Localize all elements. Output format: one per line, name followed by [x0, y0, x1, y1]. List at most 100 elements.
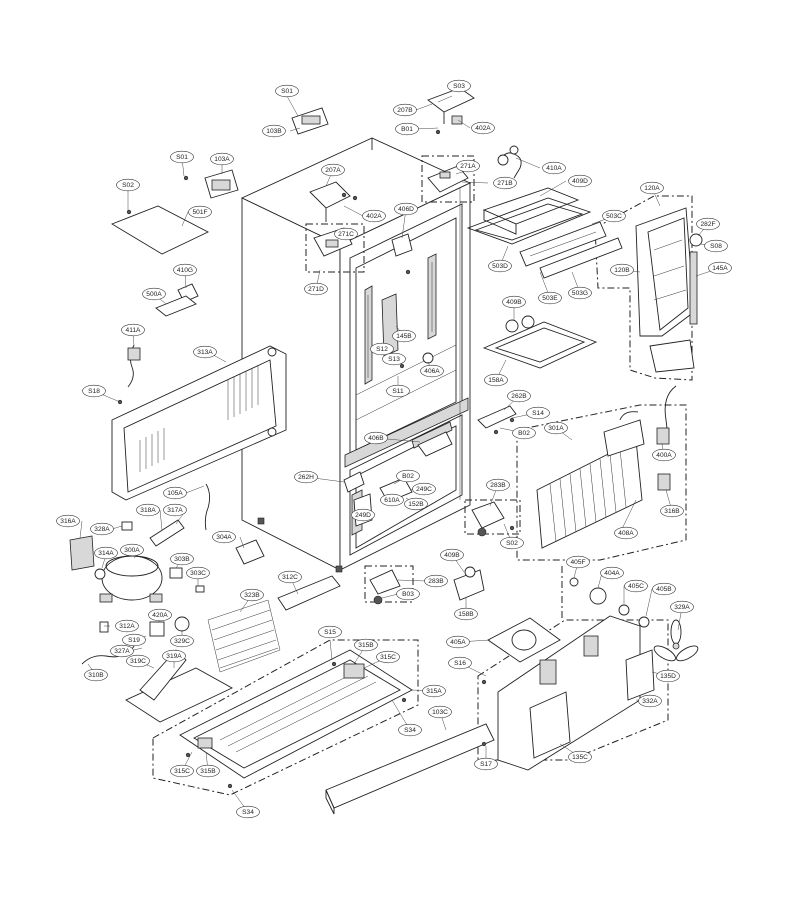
part-label-text: 310B: [88, 672, 104, 679]
part-label-text: 319C: [130, 658, 146, 665]
part-label-135c: 135C: [568, 750, 592, 764]
part-label-text: 271D: [308, 286, 324, 293]
fan-duct-120A: [635, 207, 703, 445]
part-label-text: 315C: [174, 768, 190, 775]
part-label-317a: 317A: [163, 503, 187, 517]
part-label-158a: 158A: [484, 373, 508, 387]
part-label-145a: 145A: [708, 261, 732, 275]
part-label-s14: S14: [526, 406, 550, 420]
part-label-text: 207B: [397, 107, 413, 114]
part-label-bubble: [318, 625, 342, 639]
part-label-315c: 315C: [170, 764, 194, 778]
part-label-text: S02: [122, 182, 134, 189]
part-label-text: 410A: [546, 165, 562, 172]
part-label-bubble: [163, 486, 187, 500]
part-label-bubble: [56, 514, 80, 528]
part-label-207a: 207A: [321, 163, 345, 177]
part-label-bubble: [512, 426, 536, 440]
part-label-bubble: [652, 448, 676, 462]
part-label-bubble: [94, 546, 118, 560]
part-label-text: 301A: [548, 425, 564, 432]
part-label-bubble: [354, 638, 378, 652]
part-label-text: 158A: [488, 377, 504, 384]
part-label-bubble: [670, 600, 694, 614]
part-label-158b: 158B: [454, 607, 478, 621]
part-label-bubble: [122, 633, 146, 647]
part-label-bubble: [364, 431, 388, 445]
part-label-text: 400A: [656, 452, 672, 459]
part-label-300a: 300A: [120, 543, 144, 557]
part-label-610a: 610A: [380, 493, 404, 507]
part-label-bubble: [394, 202, 418, 216]
part-label-249d: 249D: [351, 508, 375, 522]
part-label-bubble: [148, 608, 172, 622]
part-label-bubble: [382, 352, 406, 366]
part-label-bubble: [398, 723, 422, 737]
part-label-bubble: [186, 566, 210, 580]
part-label-bubble: [704, 239, 728, 253]
part-label-text: S34: [242, 809, 254, 816]
part-label-text: S18: [88, 388, 100, 395]
part-label-text: 315C: [380, 654, 396, 661]
part-label-text: S16: [454, 660, 466, 667]
part-label-bubble: [614, 526, 638, 540]
part-label-bubble: [110, 644, 134, 658]
part-label-text: 300A: [124, 547, 140, 554]
part-label-bubble: [173, 263, 197, 277]
part-label-bubble: [708, 261, 732, 275]
part-label-316a: 316A: [56, 514, 80, 528]
part-label-282f: 282F: [696, 217, 720, 231]
refrigerator-cabinet: [240, 137, 472, 573]
part-label-bubble: [502, 295, 526, 309]
part-label-bubble: [471, 121, 495, 135]
part-label-bubble: [210, 152, 234, 166]
part-label-text: 409B: [444, 552, 460, 559]
part-label-text: 410G: [177, 267, 193, 274]
part-label-bubble: [278, 570, 302, 584]
part-label-s16: S16: [448, 656, 472, 670]
part-label-262b: 262B: [507, 389, 531, 403]
part-label-text: 103A: [214, 156, 230, 163]
part-label-text: 312C: [282, 574, 298, 581]
part-label-103a: 103A: [210, 152, 234, 166]
part-label-text: S03: [453, 83, 465, 90]
part-label-bubble: [486, 478, 510, 492]
evaporator-301A: [536, 411, 671, 549]
part-label-text: 315B: [358, 642, 374, 649]
part-label-bubble: [351, 508, 375, 522]
part-label-312c: 312C: [278, 570, 302, 584]
part-label-text: 120A: [644, 185, 660, 192]
part-label-bubble: [456, 159, 480, 173]
part-label-400a: 400A: [652, 448, 676, 462]
part-label-304a: 304A: [212, 530, 236, 544]
part-label-b01: B01: [395, 122, 419, 136]
part-label-text: 249D: [355, 512, 371, 519]
part-label-text: 262B: [511, 393, 527, 400]
part-label-409b: 409B: [440, 548, 464, 562]
part-label-text: 402A: [475, 125, 491, 132]
part-label-bubble: [188, 205, 212, 219]
part-label-text: 404A: [604, 570, 620, 577]
part-label-bubble: [568, 286, 592, 300]
part-label-s13: S13: [382, 352, 406, 366]
part-label-105a: 105A: [163, 486, 187, 500]
part-label-bubble: [624, 579, 648, 593]
part-label-207b: 207B: [393, 103, 417, 117]
part-label-s01: S01: [170, 150, 194, 164]
part-label-s03: S03: [447, 79, 471, 93]
part-label-bubble: [544, 421, 568, 435]
part-label-s34: S34: [236, 805, 260, 819]
part-label-text: 135D: [660, 673, 676, 680]
part-label-bubble: [542, 161, 566, 175]
part-label-120b: 120B: [610, 263, 634, 277]
fan-assembly: [369, 566, 699, 771]
part-label-text: 332A: [642, 698, 658, 705]
part-label-bubble: [566, 555, 590, 569]
part-label-249c: 249C: [412, 482, 436, 496]
part-label-text: 207A: [325, 167, 341, 174]
part-label-bubble: [136, 503, 160, 517]
part-label-text: 105A: [167, 490, 183, 497]
part-label-text: 610A: [384, 497, 400, 504]
